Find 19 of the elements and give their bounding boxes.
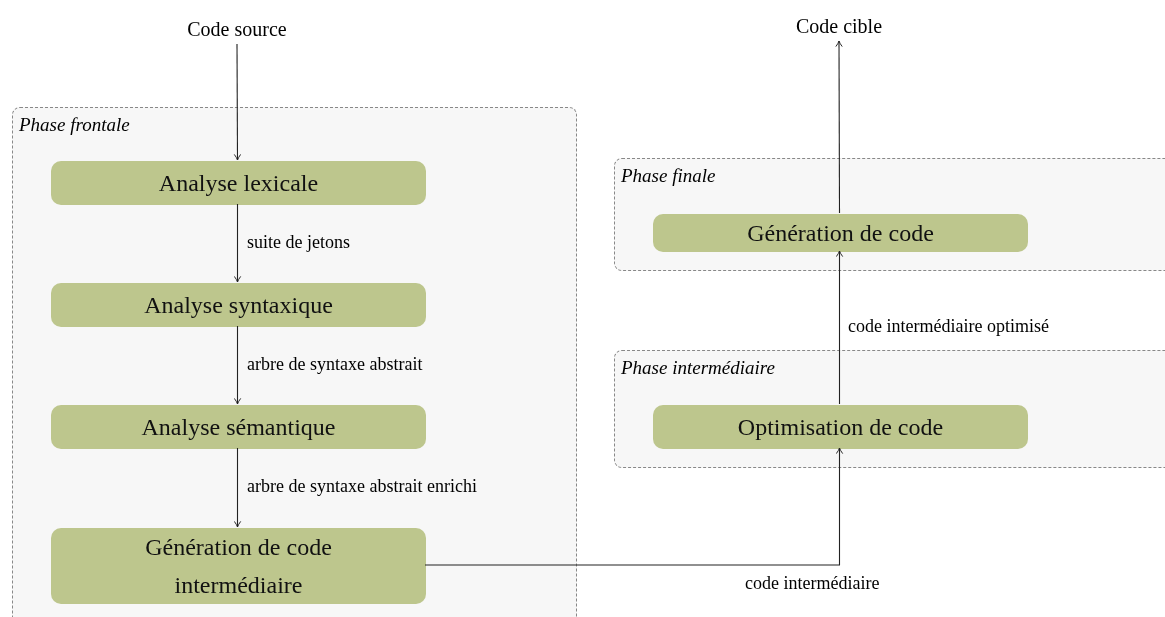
edge-label: code intermédiaire <box>745 572 880 595</box>
phase-group <box>614 158 1165 271</box>
process-box: Analyse syntaxique <box>51 283 426 327</box>
edge-label: arbre de syntaxe abstrait <box>247 353 423 376</box>
process-box: Analyse lexicale <box>51 161 426 205</box>
io-label: Code source <box>167 14 307 44</box>
io-label: Code cible <box>779 11 899 41</box>
edge-label: suite de jetons <box>247 231 350 254</box>
edge-label: code intermédiaire optimisé <box>848 315 1049 338</box>
phase-heading: Phase intermédiaire <box>621 356 775 380</box>
phase-group <box>12 107 577 617</box>
process-box: Optimisation de code <box>653 405 1028 449</box>
phase-heading: Phase frontale <box>19 113 130 137</box>
phase-group <box>614 350 1165 468</box>
process-box: Génération de code intermédiaire <box>51 528 426 604</box>
phase-heading: Phase finale <box>621 164 716 188</box>
process-box: Génération de code <box>653 214 1028 252</box>
process-box: Analyse sémantique <box>51 405 426 449</box>
edge-label: arbre de syntaxe abstrait enrichi <box>247 475 477 498</box>
